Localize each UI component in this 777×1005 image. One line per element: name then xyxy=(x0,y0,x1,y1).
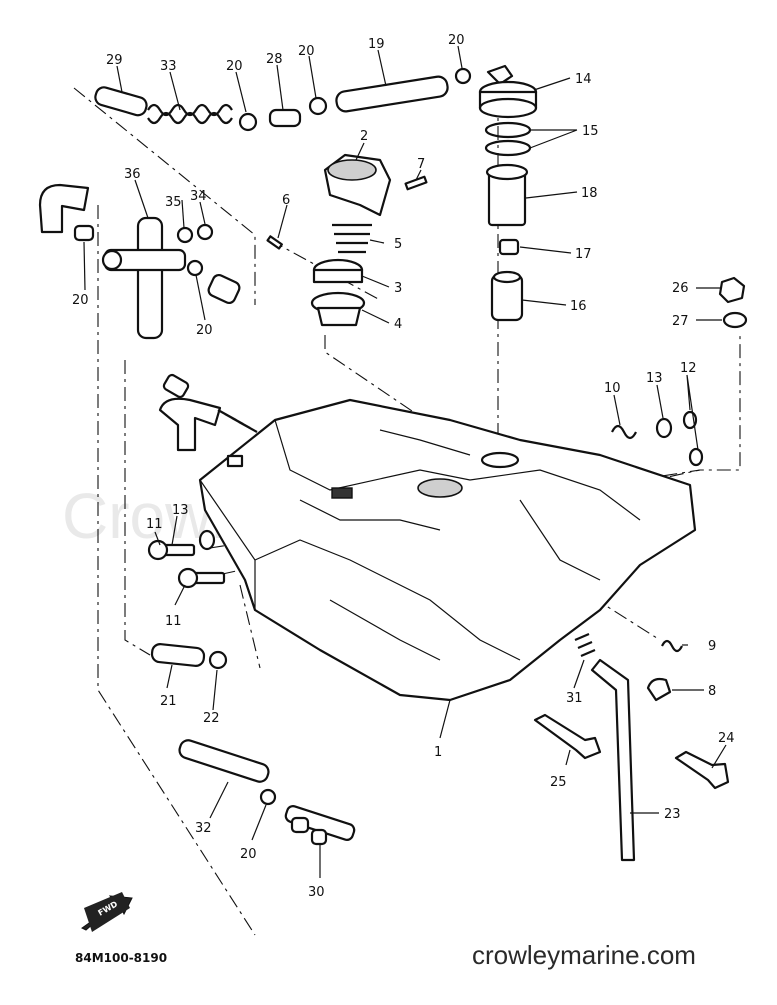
callout-7: 7 xyxy=(417,157,425,172)
callout-20: 20 xyxy=(226,59,243,74)
callout-28: 28 xyxy=(266,52,283,67)
forward-arrow-icon: FWD xyxy=(81,892,133,932)
callout-10: 10 xyxy=(604,381,621,396)
callout-11: 11 xyxy=(146,517,163,532)
callout-24: 24 xyxy=(718,731,735,746)
callout-15: 15 xyxy=(582,124,599,139)
callout-13: 13 xyxy=(172,503,189,518)
callout-32: 32 xyxy=(195,821,212,836)
callout-20: 20 xyxy=(298,44,315,59)
return-hose-assembly xyxy=(94,67,472,132)
callout-26: 26 xyxy=(672,281,689,296)
callout-18: 18 xyxy=(581,186,598,201)
callout-21: 21 xyxy=(160,694,177,709)
callout-33: 33 xyxy=(160,59,177,74)
filler-cap-assembly xyxy=(266,153,428,327)
callout-22: 22 xyxy=(203,711,220,726)
leader-lines xyxy=(83,45,727,878)
lower-hose-assembly xyxy=(150,632,636,862)
diagram-code: 84M100-8190 xyxy=(75,951,167,965)
callout-20: 20 xyxy=(240,847,257,862)
callout-20: 20 xyxy=(72,293,89,308)
callout-20: 20 xyxy=(448,33,465,48)
footer-site: crowleymarine.com xyxy=(472,940,696,970)
fuel-tank xyxy=(198,398,697,702)
callout-19: 19 xyxy=(368,37,385,52)
callout-27: 27 xyxy=(672,314,689,329)
callout-30: 30 xyxy=(308,885,325,900)
callout-8: 8 xyxy=(708,684,716,699)
callout-23: 23 xyxy=(664,807,681,822)
fuel-cock-assembly xyxy=(38,183,241,340)
retaining-bands xyxy=(533,713,730,790)
callout-11: 11 xyxy=(165,614,182,629)
callout-25: 25 xyxy=(550,775,567,790)
callout-14: 14 xyxy=(575,72,592,87)
callout-17: 17 xyxy=(575,247,592,262)
callout-4: 4 xyxy=(394,317,402,332)
fasteners xyxy=(147,276,748,702)
callout-16: 16 xyxy=(570,299,587,314)
callout-12: 12 xyxy=(680,361,697,376)
callout-29: 29 xyxy=(106,53,123,68)
callout-31: 31 xyxy=(566,691,583,706)
callout-9: 9 xyxy=(708,639,716,654)
callout-1: 1 xyxy=(434,745,442,760)
callout-35: 35 xyxy=(165,195,182,210)
callout-5: 5 xyxy=(394,237,402,252)
callout-2: 2 xyxy=(360,129,368,144)
callout-34: 34 xyxy=(190,189,207,204)
callout-13: 13 xyxy=(646,371,663,386)
callout-20: 20 xyxy=(196,323,213,338)
vent-hose-assembly xyxy=(158,373,258,452)
callout-6: 6 xyxy=(282,193,290,208)
callout-labels: 29 33 20 28 20 19 20 14 15 18 17 16 2 7 … xyxy=(72,33,735,900)
callout-36: 36 xyxy=(124,167,141,182)
callout-3: 3 xyxy=(394,281,402,296)
fuel-pickup-assembly xyxy=(478,64,538,322)
